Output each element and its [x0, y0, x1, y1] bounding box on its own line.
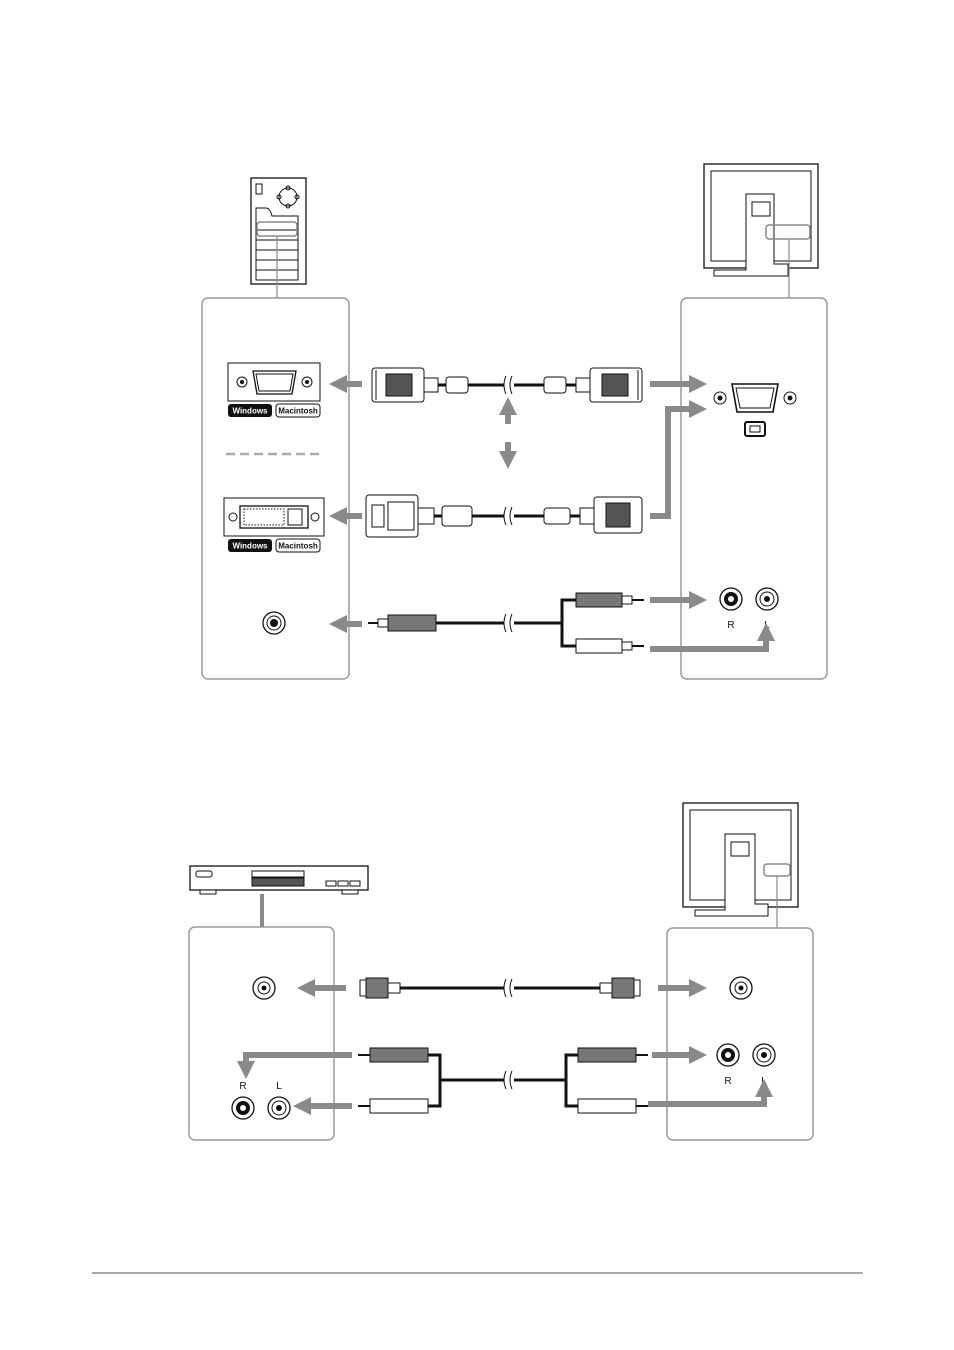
section-pc-connection: Windows Macintosh Windows Macintosh — [202, 164, 827, 679]
monitor-port-panel — [681, 298, 827, 679]
monitor-port-panel-2 — [667, 928, 813, 1140]
monitor-icon — [704, 164, 818, 298]
pc-audio-jack — [263, 612, 285, 634]
dvi-dsub-cable — [366, 495, 642, 537]
player-video-out — [253, 977, 275, 999]
vga-macintosh-label: Macintosh — [278, 407, 318, 416]
rca-audio-cable — [358, 1048, 648, 1113]
dsub-cable — [372, 368, 642, 402]
dvi-windows-label: Windows — [232, 542, 268, 551]
player-audio-r-label: R — [239, 1081, 246, 1092]
av-player-icon — [190, 866, 368, 927]
dvi-macintosh-label: Macintosh — [278, 542, 318, 551]
player-audio-l-label: L — [276, 1081, 282, 1092]
audio-cable — [368, 593, 644, 653]
monitor-video-in — [730, 977, 752, 999]
vga-windows-label: Windows — [232, 407, 268, 416]
pc-dvi-port — [224, 498, 324, 536]
pc-vga-port — [228, 363, 320, 401]
section-av-connection: R L — [189, 803, 813, 1140]
monitor-icon-2 — [683, 803, 798, 928]
monitor2-audio-l-label: L — [761, 1076, 767, 1087]
pc-tower-icon — [251, 178, 306, 298]
monitor-audio-l-label: L — [764, 620, 770, 631]
monitor-audio-r-label: R — [727, 620, 734, 631]
monitor2-audio-r-label: R — [724, 1076, 731, 1087]
video-cable — [360, 978, 640, 998]
